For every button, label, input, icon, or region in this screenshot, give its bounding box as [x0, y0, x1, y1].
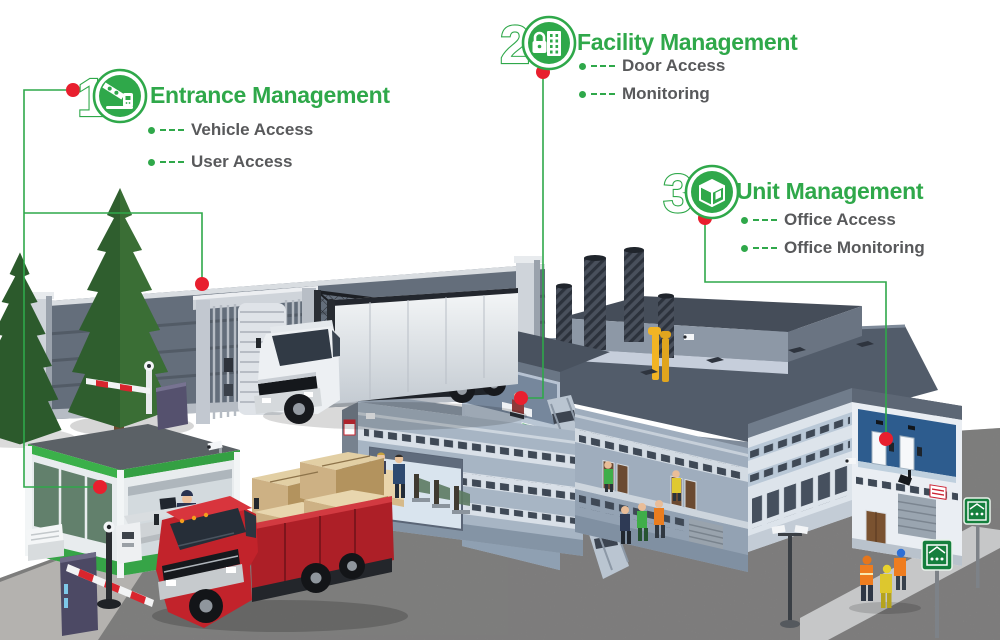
- connector-line-3: [704, 218, 887, 438]
- speed-gate: [412, 474, 470, 514]
- feature-item: User Access: [148, 152, 313, 171]
- section-title: Unit Management: [736, 178, 924, 204]
- bullet-dash: [591, 93, 615, 95]
- feature-item: Door Access: [579, 56, 726, 75]
- wall-cctv-camera: [366, 413, 375, 419]
- barrier-gate-upper: [86, 361, 188, 430]
- factory-building: [342, 247, 962, 579]
- bullet-dot-icon: [148, 158, 155, 166]
- barrier-gate-lower: [60, 521, 154, 636]
- roof-cctv-camera: [207, 440, 223, 453]
- corner-cctv-camera: [846, 458, 856, 464]
- red-dot-marker: [66, 65, 893, 494]
- unit-office-block: [748, 388, 962, 567]
- feature-label: Door Access: [622, 56, 726, 75]
- feature-item: Office Monitoring: [741, 238, 925, 257]
- floodlight: [897, 470, 913, 486]
- feature-item: Vehicle Access: [148, 120, 314, 139]
- left-wing: [342, 402, 583, 557]
- section-title: Entrance Management: [150, 82, 390, 108]
- bullet-dot-icon: [741, 216, 748, 224]
- cargo-truck: [152, 452, 408, 632]
- truck-cab: [154, 496, 259, 628]
- warning-sign: [343, 419, 356, 436]
- unit-doors-cutaway: [858, 408, 956, 484]
- feature-label: Office Monitoring: [784, 238, 925, 257]
- unit-sign: [929, 484, 947, 500]
- roof-cctv-camera: [684, 334, 694, 340]
- facility-management-badge: 2: [499, 14, 577, 76]
- feature-item: Office Access: [741, 210, 925, 229]
- ac-unit: [26, 524, 64, 561]
- connector-line-2: [521, 72, 544, 399]
- barrier-arm: [86, 378, 150, 394]
- walking-workers: [620, 500, 665, 544]
- bullet-dash: [160, 129, 184, 131]
- entrance-management-badge: 1: [76, 67, 148, 129]
- feature-label: Vehicle Access: [191, 120, 314, 139]
- building-lock-icon: [532, 31, 561, 56]
- mid-wing: [575, 408, 748, 572]
- bullet-dot-icon: [579, 62, 586, 70]
- unit-management-badge: 3: [662, 163, 740, 225]
- roof-pipes: [648, 327, 671, 382]
- intercom-post: [116, 522, 142, 564]
- delivery-truck: [254, 288, 527, 430]
- camera-post: [97, 521, 121, 609]
- feature-item: Monitoring: [579, 84, 725, 103]
- bullet-dot-icon: [148, 126, 155, 134]
- garage-door: [898, 493, 936, 540]
- feature-label: Monitoring: [622, 84, 710, 103]
- bullet-dash: [160, 161, 184, 163]
- worker: [604, 461, 681, 501]
- bullet-dash: [591, 65, 615, 67]
- cctv-pole: [771, 524, 809, 628]
- bullet-dot-icon: [579, 90, 586, 98]
- connector-line-1: [23, 89, 100, 488]
- chimney: [556, 247, 674, 358]
- bullet-dot-icon: [741, 244, 748, 252]
- workers-group: [849, 548, 921, 614]
- feature-label: Office Access: [784, 210, 896, 229]
- feature-label: User Access: [191, 152, 293, 171]
- barrier-gate-icon: [102, 82, 133, 109]
- connector-lines: [23, 65, 893, 494]
- assembly-point-sign: [921, 497, 991, 638]
- bullet-dash: [753, 247, 777, 249]
- unit-box-icon: [699, 179, 725, 207]
- connector-line-1b: [24, 212, 203, 282]
- section-title: Facility Management: [577, 29, 798, 55]
- bullet-dash: [753, 219, 777, 221]
